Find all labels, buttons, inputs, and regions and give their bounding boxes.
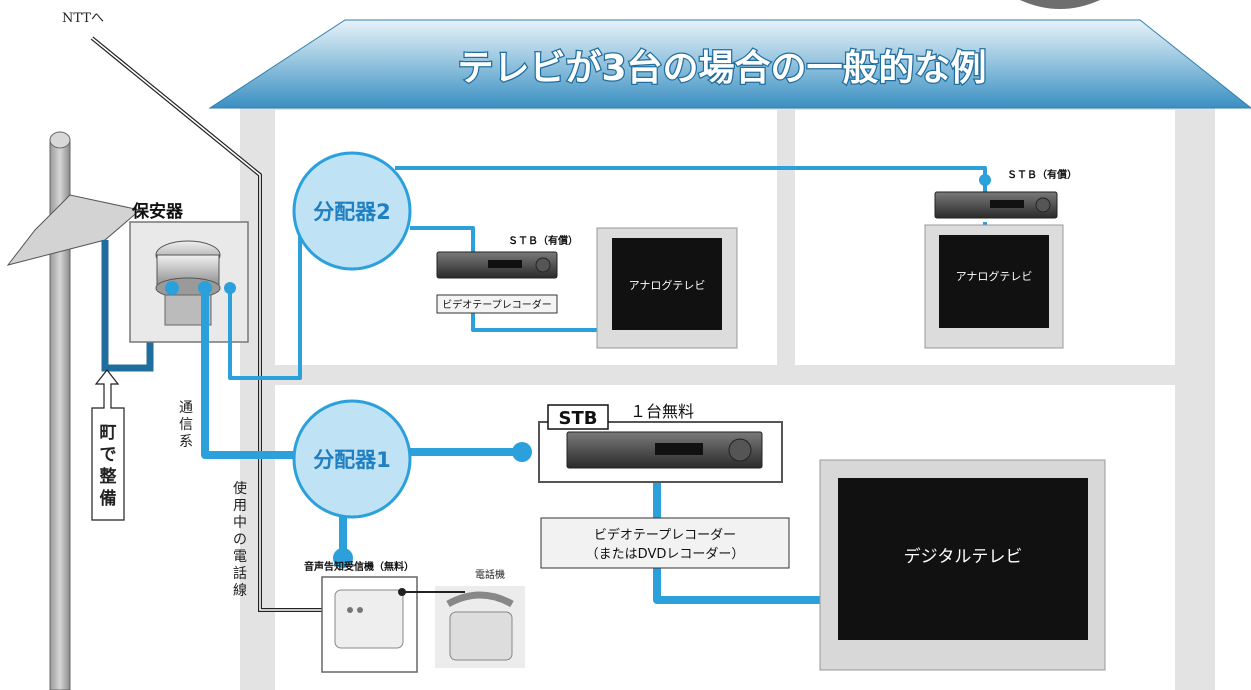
ntt-label: NTTへ <box>62 11 104 26</box>
vcr-room1-label: ビデオテープレコーダー <box>442 298 551 311</box>
town-char: で <box>100 445 117 465</box>
splitter-2: 分配器2 <box>292 151 412 271</box>
roof-panel <box>6 194 142 266</box>
town-char: 町 <box>100 423 117 443</box>
protector-label: 保安器 <box>131 201 184 222</box>
splitter-1: 分配器1 <box>292 399 412 519</box>
diagram-title: テレビが3台の場合の一般的な例 <box>457 48 986 89</box>
analog-tv-room1: アナログテレビ <box>596 227 738 349</box>
phone-line-char: 話 <box>233 565 247 582</box>
roof <box>208 19 1251 109</box>
stb-main-label: STB <box>559 408 598 429</box>
analog-tv-room2-label: アナログテレビ <box>956 269 1033 283</box>
phone-label: 電話機 <box>475 568 505 581</box>
vcr-dvd-label-1: ビデオテープレコーダー <box>594 527 736 543</box>
vcr-dvd-label-2: （またはDVDレコーダー） <box>586 547 745 562</box>
digital-tv: デジタルテレビ <box>819 459 1106 671</box>
phone-line-char: 電 <box>233 549 247 565</box>
receiver-label: 音声告知受信機（無料） <box>304 560 414 573</box>
corner-decoration <box>1020 0 1100 9</box>
comm-char: 系 <box>179 434 193 450</box>
stb-room1-label: ＳＴＢ（有償） <box>508 234 578 247</box>
analog-tv-room1-label: アナログテレビ <box>629 278 706 292</box>
town-char: 備 <box>100 488 117 509</box>
stb-room2-label: ＳＴＢ（有償） <box>1007 168 1077 181</box>
phone-line-char: 用 <box>233 498 247 514</box>
utility-pole <box>49 131 71 690</box>
splitter-2-label: 分配器2 <box>313 200 391 224</box>
stb-main-badge: STB <box>547 404 609 430</box>
stb-room1 <box>436 251 558 279</box>
digital-tv-label: デジタルテレビ <box>904 546 1023 567</box>
telephone <box>435 586 525 668</box>
town-char: 整 <box>100 466 117 487</box>
phone-line-char: の <box>233 532 247 548</box>
splitter-1-label: 分配器1 <box>313 448 391 472</box>
stb-free-label: １台無料 <box>630 402 694 421</box>
comm-char: 信 <box>179 417 193 433</box>
comm-system-label: 通信系 <box>179 400 193 450</box>
phone-line-char: 使 <box>233 480 247 497</box>
vcr-room1: ビデオテープレコーダー <box>436 294 558 314</box>
stb-main <box>538 421 783 483</box>
vcr-dvd-main: ビデオテープレコーダー （またはDVDレコーダー） <box>540 517 790 569</box>
stb-room2 <box>934 191 1058 219</box>
phone-line-char: 中 <box>233 515 247 531</box>
analog-tv-room2: アナログテレビ <box>924 224 1064 349</box>
phone-line-char: 線 <box>233 583 247 599</box>
comm-char: 通 <box>179 400 193 416</box>
